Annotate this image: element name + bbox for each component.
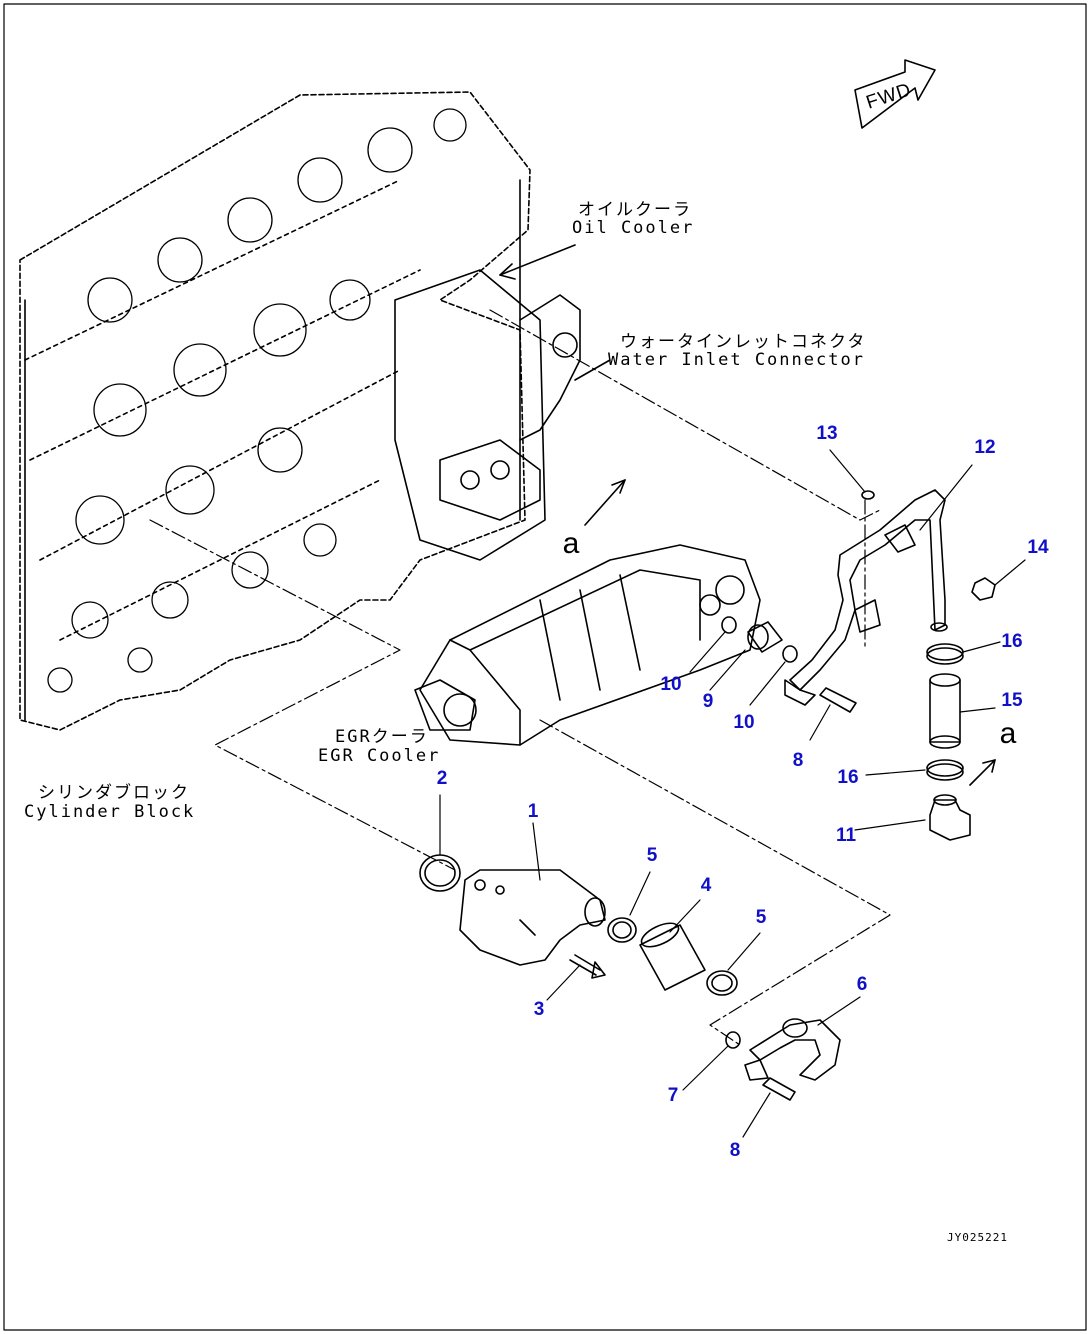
- callout-14[interactable]: 14: [1027, 537, 1049, 558]
- oil-cooler-leader: [499, 244, 576, 276]
- callout-10b[interactable]: 10: [733, 712, 755, 733]
- part-4-hose: [639, 922, 706, 991]
- callout-7[interactable]: 7: [667, 1085, 679, 1106]
- water-inlet-label-jp: ウォータインレットコネクタ: [620, 332, 867, 352]
- callout-13[interactable]: 13: [816, 423, 838, 444]
- view-a-arrow-2: [969, 759, 996, 786]
- part-10-o-ring-1: [721, 616, 737, 634]
- callout-12[interactable]: 12: [974, 437, 996, 458]
- oil-cooler-label-en: Oil Cooler: [572, 218, 695, 238]
- part-5-clamps: [607, 917, 738, 996]
- callout-3[interactable]: 3: [533, 999, 545, 1020]
- view-a-label-1: a: [562, 527, 580, 560]
- part-7-o-ring: [725, 1031, 741, 1049]
- part-12-clip: [884, 524, 916, 553]
- part-11-elbow: [929, 794, 971, 841]
- part-10-o-ring-2: [782, 645, 798, 663]
- egr-cooler: [414, 544, 761, 746]
- part-13-plug: [861, 490, 875, 500]
- egr-cooler-label-en: EGR Cooler: [318, 746, 441, 766]
- callout-16b[interactable]: 16: [837, 767, 859, 788]
- part-16-clamps: [926, 643, 964, 781]
- view-a-label-2: a: [999, 717, 1017, 750]
- cylinder-block: [19, 91, 581, 731]
- callout-8a[interactable]: 8: [792, 750, 804, 771]
- oil-cooler-label-jp: オイルクーラ: [578, 200, 692, 220]
- part-8-bolt-lower: [762, 1077, 796, 1101]
- drawing-frame: [3, 3, 1087, 1331]
- part-9-adapter: [747, 621, 783, 653]
- cylinder-block-label-en: Cylinder Block: [24, 802, 196, 822]
- callout-leaders: [439, 449, 1026, 1138]
- drawing-code: JY025221: [947, 1231, 1008, 1244]
- callout-11[interactable]: 11: [835, 825, 857, 846]
- callout-15[interactable]: 15: [1001, 690, 1023, 711]
- water-inlet-label-en: Water Inlet Connector: [608, 350, 865, 370]
- part-1-elbow: [459, 869, 606, 966]
- fwd-arrow: [854, 59, 936, 129]
- part-6-tube: [744, 1018, 841, 1081]
- part-15-hose: [929, 673, 961, 749]
- callout-5a[interactable]: 5: [646, 845, 658, 866]
- callout-6[interactable]: 6: [856, 974, 868, 995]
- callout-10a[interactable]: 10: [660, 674, 682, 695]
- callout-4[interactable]: 4: [700, 875, 712, 896]
- view-a-arrow-1: [584, 479, 626, 526]
- callout-8b[interactable]: 8: [729, 1140, 741, 1161]
- callout-9[interactable]: 9: [702, 691, 714, 712]
- callout-2[interactable]: 2: [436, 768, 448, 789]
- part-8-bolt-upper: [819, 687, 857, 713]
- callout-5b[interactable]: 5: [755, 907, 767, 928]
- centerline-1: [149, 519, 456, 871]
- part-3-bolt: [569, 954, 606, 979]
- callout-16a[interactable]: 16: [1001, 631, 1023, 652]
- part-12-pipe: [784, 489, 948, 706]
- cylinder-block-label-jp: シリンダブロック: [38, 783, 190, 803]
- part-14-nut: [971, 577, 996, 601]
- egr-cooler-label-jp: EGRクーラ: [335, 727, 429, 747]
- callout-1[interactable]: 1: [527, 801, 539, 822]
